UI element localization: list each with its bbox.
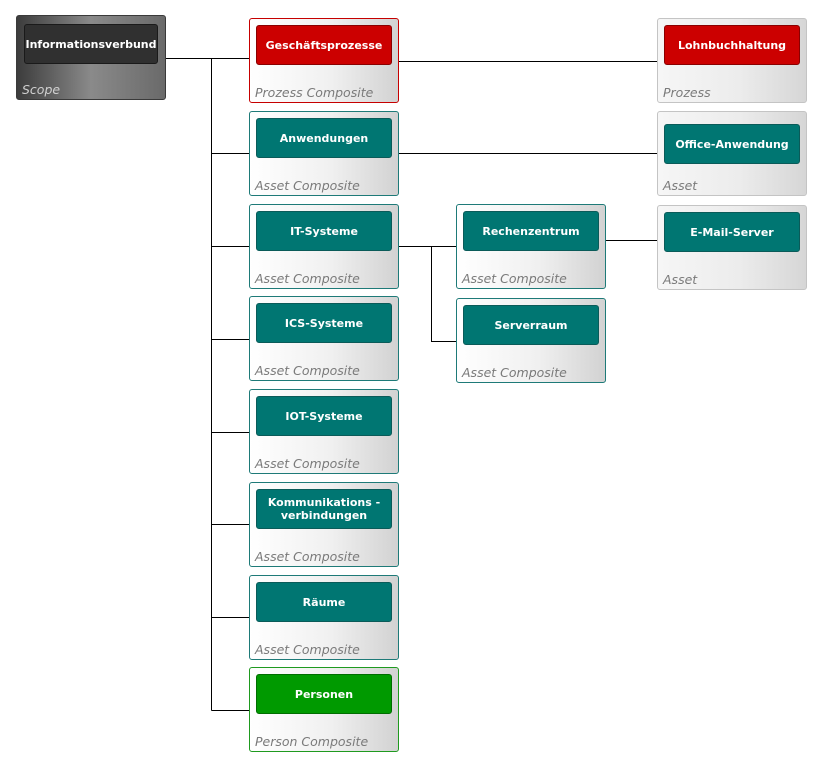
node-informationsverbund[interactable]: Informationsverbund Scope — [16, 15, 166, 100]
node-raeume-title: Räume — [256, 582, 392, 622]
node-informationsverbund-type: Scope — [22, 82, 61, 97]
node-raeume[interactable]: Räume Asset Composite — [249, 575, 399, 660]
node-anwendungen-title: Anwendungen — [256, 118, 392, 158]
node-kommunikationsverbindungen-title: Kommunikations -verbindungen — [256, 489, 392, 529]
node-kommunikationsverbindungen[interactable]: Kommunikations -verbindungen Asset Compo… — [249, 482, 399, 567]
node-anwendungen-type: Asset Composite — [255, 178, 360, 193]
node-ics-systeme-type: Asset Composite — [255, 363, 360, 378]
node-geschaeftsprozesse[interactable]: Geschäftsprozesse Prozess Composite — [249, 18, 399, 103]
node-kommunikationsverbindungen-type: Asset Composite — [255, 549, 360, 564]
node-ics-systeme-title: ICS-Systeme — [256, 303, 392, 343]
node-ics-systeme[interactable]: ICS-Systeme Asset Composite — [249, 296, 399, 381]
node-lohnbuchhaltung[interactable]: Lohnbuchhaltung Prozess — [657, 18, 807, 103]
node-email-server-type: Asset — [663, 272, 698, 287]
node-email-server[interactable]: E-Mail-Server Asset — [657, 205, 807, 290]
node-raeume-type: Asset Composite — [255, 642, 360, 657]
node-informationsverbund-title: Informationsverbund — [24, 24, 158, 64]
node-office-anwendung-type: Asset — [663, 178, 698, 193]
node-lohnbuchhaltung-type: Prozess — [663, 85, 711, 100]
node-anwendungen[interactable]: Anwendungen Asset Composite — [249, 111, 399, 196]
node-serverraum-type: Asset Composite — [462, 365, 567, 380]
node-email-server-title: E-Mail-Server — [664, 212, 800, 252]
node-serverraum[interactable]: Serverraum Asset Composite — [456, 298, 606, 383]
node-lohnbuchhaltung-title: Lohnbuchhaltung — [664, 25, 800, 65]
node-rechenzentrum-type: Asset Composite — [462, 271, 567, 286]
node-it-systeme-title: IT-Systeme — [256, 211, 392, 251]
node-it-systeme-type: Asset Composite — [255, 271, 360, 286]
node-office-anwendung[interactable]: Office-Anwendung Asset — [657, 111, 807, 196]
node-it-systeme[interactable]: IT-Systeme Asset Composite — [249, 204, 399, 289]
connector-to-serverraum — [431, 246, 457, 342]
connector-scope-trunk — [165, 58, 212, 711]
node-serverraum-title: Serverraum — [463, 305, 599, 345]
node-iot-systeme[interactable]: IOT-Systeme Asset Composite — [249, 389, 399, 474]
node-rechenzentrum[interactable]: Rechenzentrum Asset Composite — [456, 204, 606, 289]
node-geschaeftsprozesse-type: Prozess Composite — [255, 85, 374, 100]
node-iot-systeme-type: Asset Composite — [255, 456, 360, 471]
node-personen-type: Person Composite — [255, 734, 369, 749]
node-rechenzentrum-title: Rechenzentrum — [463, 211, 599, 251]
node-iot-systeme-title: IOT-Systeme — [256, 396, 392, 436]
node-personen[interactable]: Personen Person Composite — [249, 667, 399, 752]
node-personen-title: Personen — [256, 674, 392, 714]
node-geschaeftsprozesse-title: Geschäftsprozesse — [256, 25, 392, 65]
node-office-anwendung-title: Office-Anwendung — [664, 124, 800, 164]
